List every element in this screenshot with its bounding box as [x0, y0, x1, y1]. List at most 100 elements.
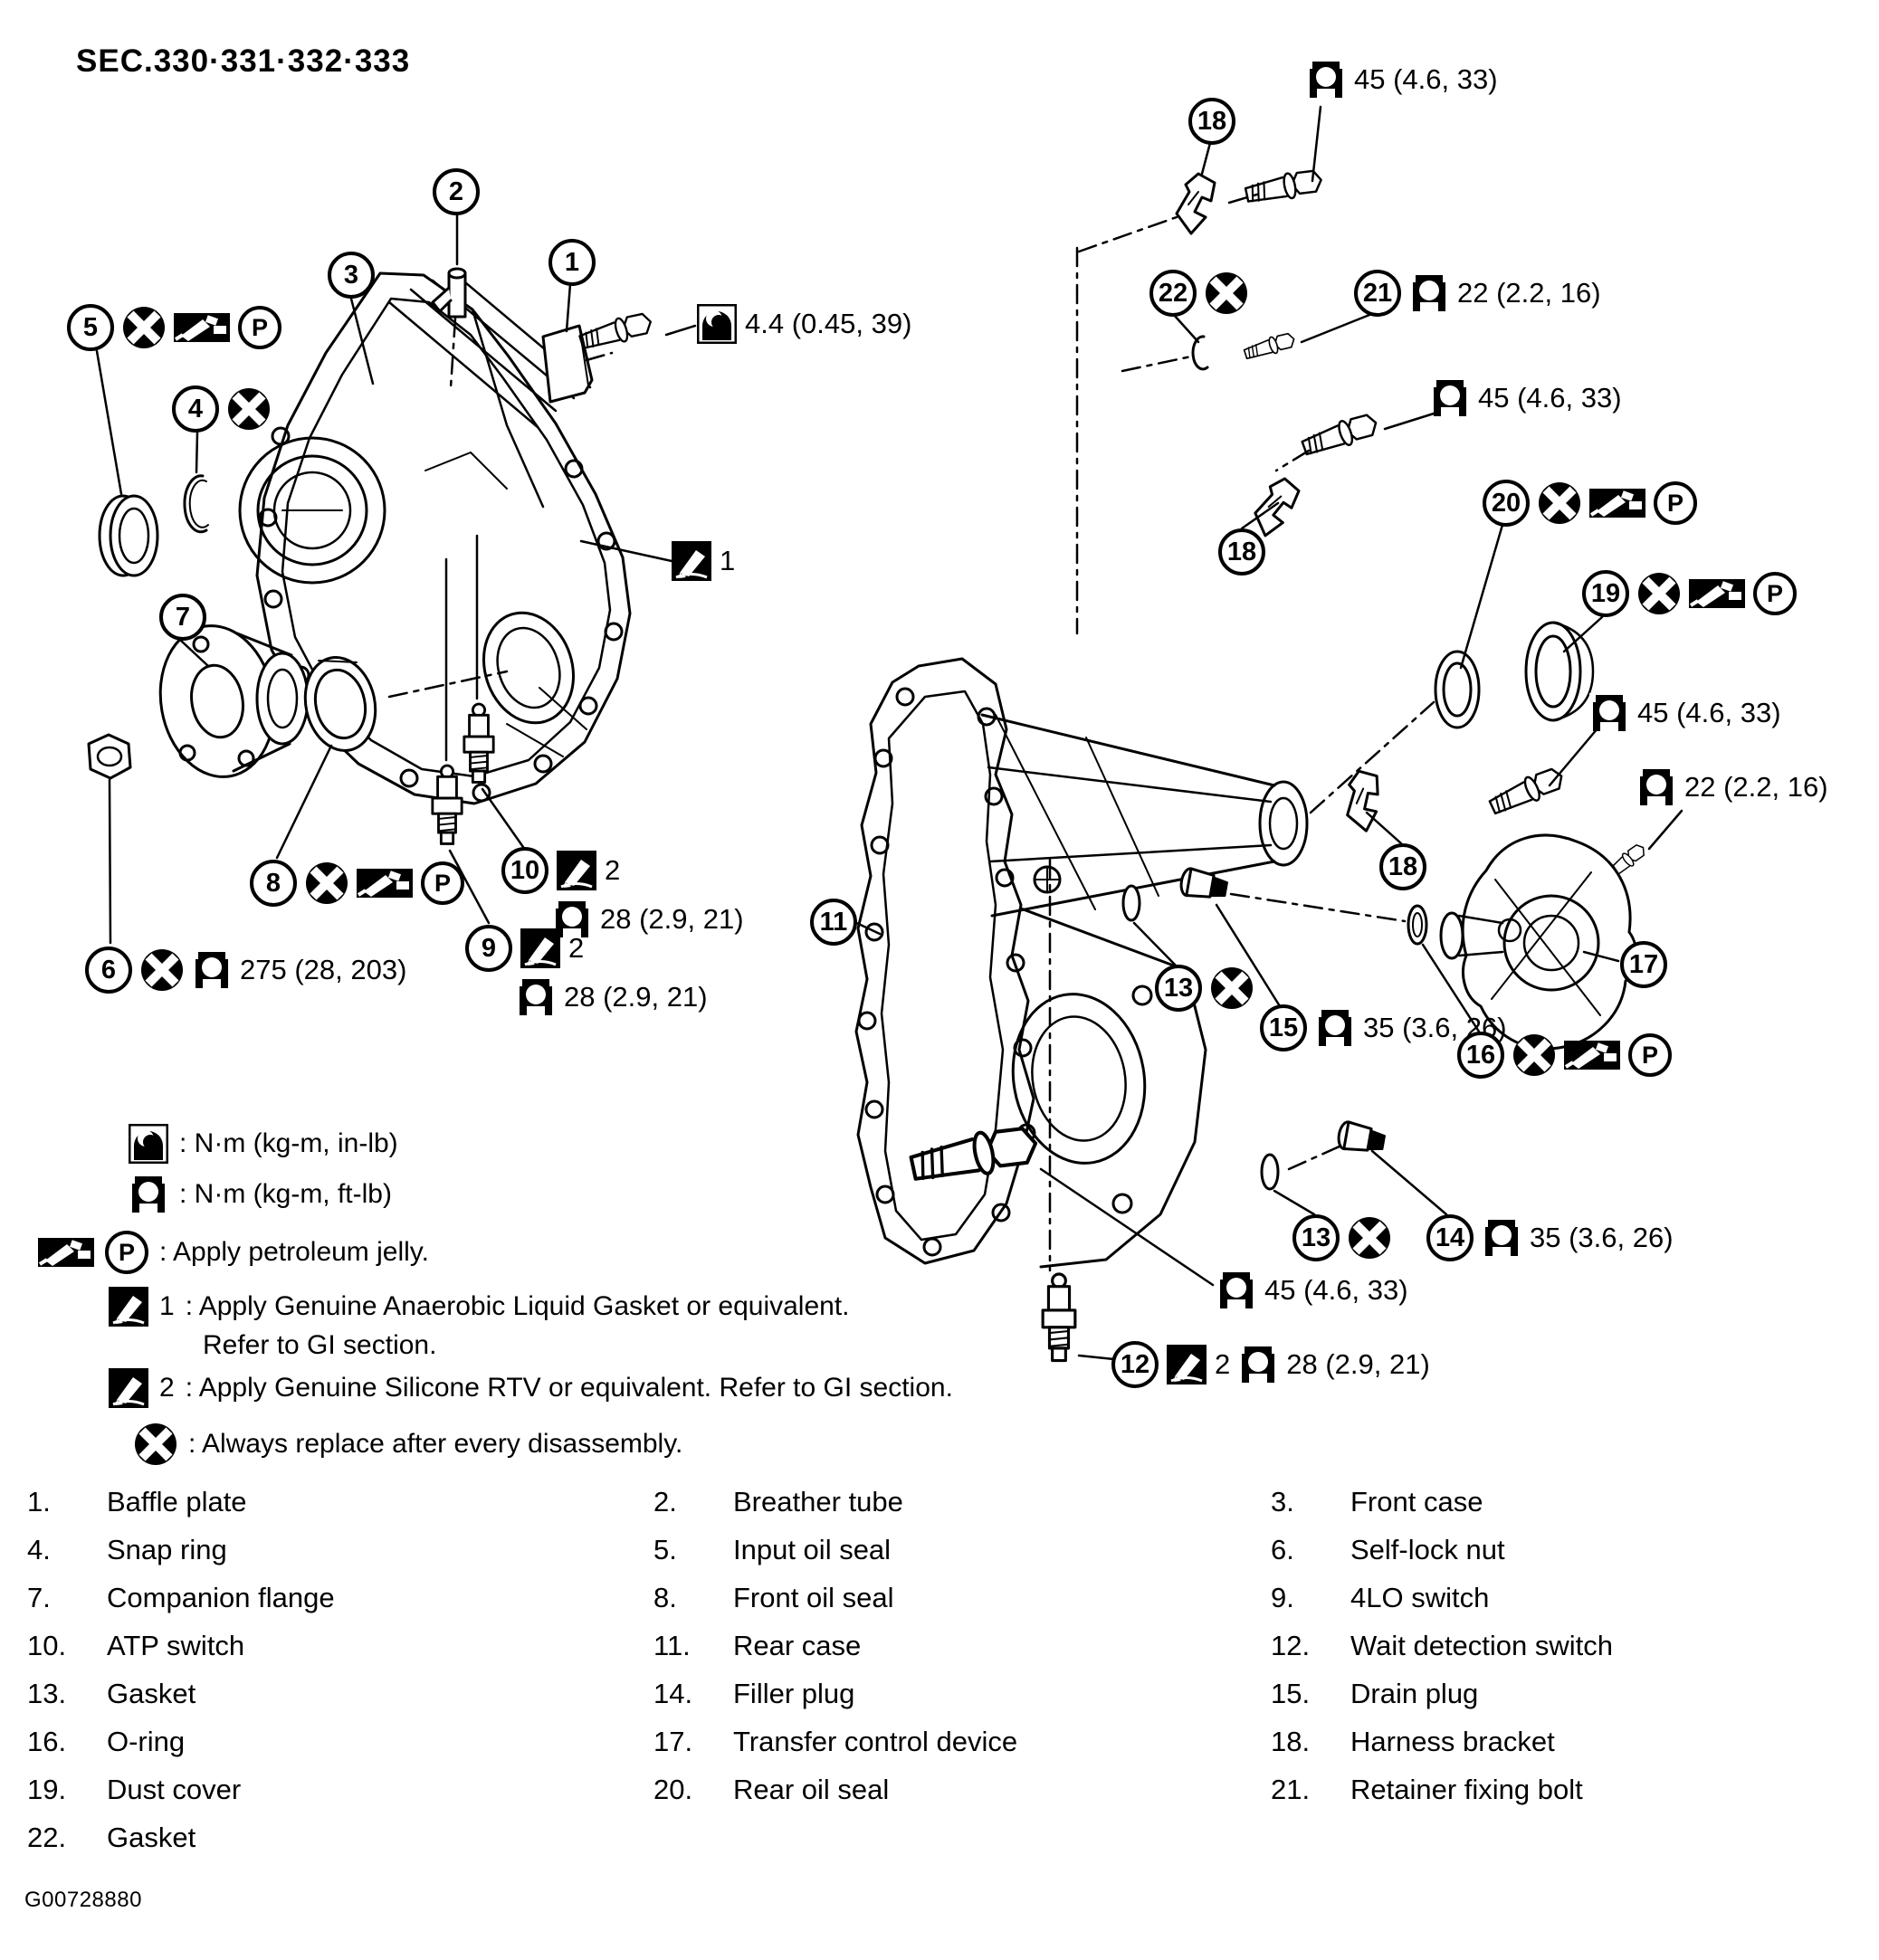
part-item: 17.Transfer control device: [653, 1726, 1018, 1757]
legend-text: : N·m (kg-m, ft-lb): [179, 1179, 392, 1209]
sealant-number: 2: [568, 932, 585, 964]
balloon-13: 13: [1292, 1214, 1340, 1261]
legend-text: Refer to GI section.: [203, 1330, 437, 1360]
balloon-18: 18: [1379, 843, 1426, 890]
o-ring-callout: 16 P: [1457, 1032, 1672, 1079]
petroleum-p-icon: P: [1753, 572, 1797, 615]
part-item: 2.Breather tube: [653, 1486, 903, 1518]
grease-icon: [1564, 1039, 1620, 1071]
sealant-icon: [672, 541, 711, 581]
balloon-18: 18: [1188, 98, 1235, 145]
torque-ftlb-icon: [1409, 273, 1449, 313]
figure-code: G00728880: [24, 1888, 142, 1912]
replace-x-icon: [134, 1422, 177, 1466]
torque-value: 4.4 (0.45, 39): [745, 308, 912, 339]
balloon-6: 6: [85, 947, 132, 994]
torque-value: 35 (3.6, 26): [1530, 1222, 1674, 1253]
torque-callout: 22 (2.2, 16): [1636, 767, 1828, 807]
wait-switch-callout: 12 2 28 (2.9, 21): [1111, 1341, 1430, 1388]
balloon-15: 15: [1260, 1004, 1307, 1051]
page-title: SEC.330·331·332·333: [76, 43, 411, 79]
torque-ftlb-icon: [129, 1175, 168, 1214]
balloon-1: 1: [548, 239, 596, 286]
torque-value: 45 (4.6, 33): [1478, 382, 1622, 414]
torque-value: 22 (2.2, 16): [1684, 771, 1828, 803]
part-item: 18.Harness bracket: [1271, 1726, 1555, 1757]
legend-ftlb: : N·m (kg-m, ft-lb): [129, 1175, 392, 1214]
balloon-16: 16: [1457, 1032, 1504, 1079]
legend-replace: : Always replace after every disassembly…: [134, 1422, 682, 1466]
retainer-bolt-callout: 21 22 (2.2, 16): [1354, 270, 1601, 317]
sealant-number: 1: [159, 1291, 175, 1321]
part-item: 7.Companion flange: [27, 1582, 335, 1613]
balloon-9: 9: [465, 925, 512, 972]
part-item: 3.Front case: [1271, 1486, 1483, 1518]
sealant-icon: [1167, 1345, 1207, 1384]
replace-x-icon: [1205, 271, 1248, 315]
legend-silicone: 2 : Apply Genuine Silicone RTV or equiva…: [109, 1368, 953, 1408]
part-item: 15.Drain plug: [1271, 1678, 1479, 1709]
torque-value: 45 (4.6, 33): [1354, 63, 1498, 95]
gasket-13-callout: 13: [1292, 1214, 1391, 1261]
grease-icon: [1689, 577, 1745, 610]
torque-ftlb-icon: [1216, 1270, 1256, 1310]
legend-text: : N·m (kg-m, in-lb): [179, 1128, 398, 1158]
torque-ftlb-icon: [1315, 1008, 1355, 1048]
petroleum-p-icon: P: [1628, 1033, 1672, 1077]
part-item: 19.Dust cover: [27, 1774, 242, 1805]
balloon-13: 13: [1155, 965, 1202, 1012]
gasket-22-callout: 22: [1149, 270, 1248, 317]
part-item: 16.O-ring: [27, 1726, 186, 1757]
torque-ftlb-icon: [192, 950, 232, 990]
balloon-2: 2: [433, 168, 480, 215]
torque-ftlb-icon: [1636, 767, 1676, 807]
petroleum-p-icon: P: [105, 1231, 148, 1274]
part-item: 21.Retainer fixing bolt: [1271, 1774, 1583, 1805]
4lo-switch-callout: 9 2 28 (2.9, 21): [465, 925, 708, 1017]
legend-text: : Apply petroleum jelly.: [159, 1237, 429, 1267]
balloon-7: 7: [159, 594, 206, 641]
sealant-icon: [557, 851, 596, 890]
torque-ftlb-icon: [1238, 1345, 1279, 1384]
petroleum-p-icon: P: [1654, 481, 1697, 525]
torque-value: 275 (28, 203): [240, 954, 407, 985]
atp-switch-callout: 10 2 28 (2.9, 21): [501, 847, 744, 939]
parts-list: 1.Baffle plate 2.Breather tube 3.Front c…: [27, 1486, 1855, 1854]
replace-x-icon: [1637, 572, 1681, 615]
part-item: 5.Input oil seal: [653, 1534, 892, 1565]
drain-plug-callout: 15 35 (3.6, 26): [1260, 1004, 1507, 1051]
torque-inlb-icon: [697, 304, 737, 344]
sealant-number: 2: [1215, 1348, 1231, 1380]
part-item: 13.Gasket: [27, 1678, 196, 1709]
part-item: 9.4LO switch: [1271, 1582, 1490, 1613]
sealant-icon: [109, 1287, 148, 1327]
sealant-icon: [520, 928, 560, 968]
balloon-14: 14: [1426, 1214, 1474, 1261]
front-oil-seal-callout: 8 P: [250, 860, 464, 907]
replace-x-icon: [227, 387, 271, 431]
balloon-18: 18: [1218, 528, 1265, 576]
balloon-8: 8: [250, 860, 297, 907]
balloon-19: 19: [1582, 570, 1629, 617]
legend-text: : Apply Genuine Anaerobic Liquid Gasket …: [185, 1291, 850, 1321]
part-item: 6.Self-lock nut: [1271, 1534, 1505, 1565]
replace-x-icon: [305, 861, 348, 905]
dust-cover-callout: 19 P: [1582, 570, 1797, 617]
petroleum-p-icon: P: [238, 306, 281, 349]
replace-x-icon: [140, 948, 184, 992]
grease-icon: [357, 867, 413, 899]
balloon-22: 22: [1149, 270, 1197, 317]
torque-value: 28 (2.9, 21): [1286, 1348, 1430, 1380]
sealant-number: 2: [605, 854, 621, 886]
balloon-21: 21: [1354, 270, 1401, 317]
part-item: 14.Filler plug: [653, 1678, 855, 1709]
grease-icon: [38, 1236, 94, 1269]
torque-callout: 45 (4.6, 33): [1589, 693, 1781, 733]
part-item: 12.Wait detection switch: [1271, 1630, 1614, 1661]
part-item: 10.ATP switch: [27, 1630, 245, 1661]
legend-text: : Apply Genuine Silicone RTV or equivale…: [185, 1373, 953, 1403]
torque-callout: 45 (4.6, 33): [1430, 378, 1622, 418]
replace-x-icon: [122, 306, 166, 349]
